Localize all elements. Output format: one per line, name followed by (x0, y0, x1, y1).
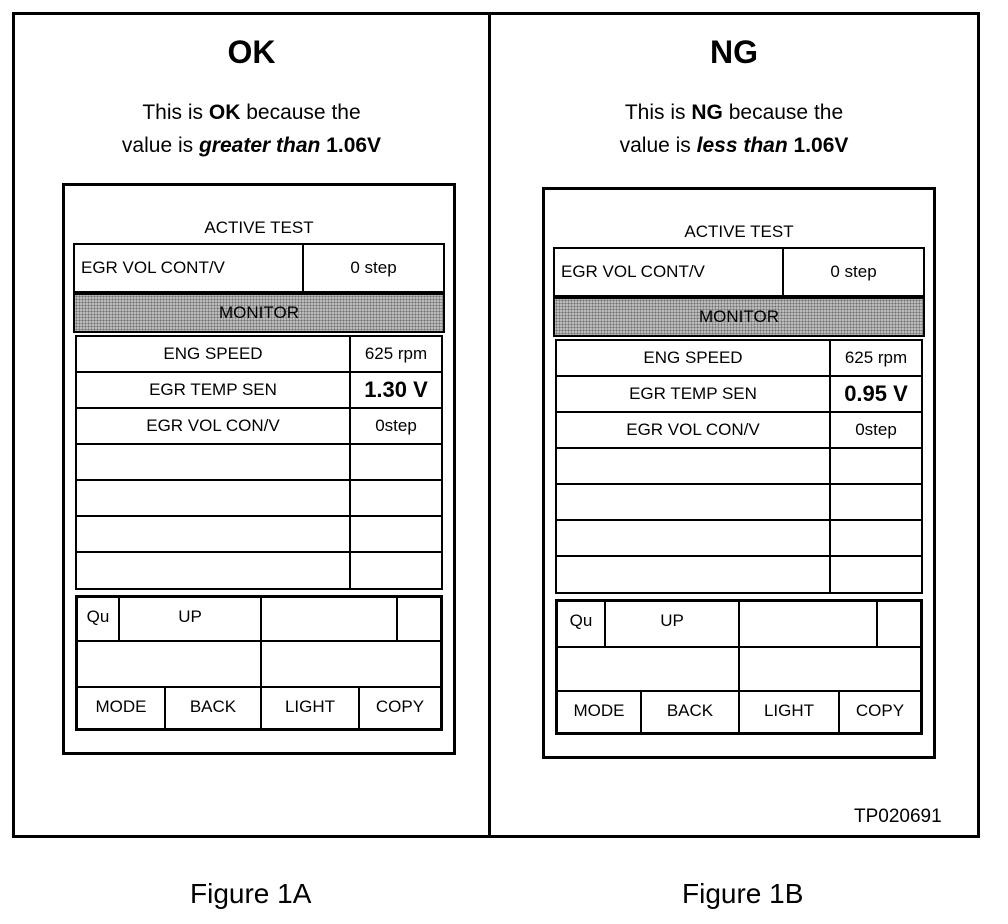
qu-button[interactable]: Qu (557, 601, 605, 647)
panel-ok: OK This is OK because the value is great… (15, 12, 488, 838)
copy-button[interactable]: COPY (839, 691, 921, 733)
table-row (77, 445, 441, 481)
active-test-header: ACTIVE TEST (204, 218, 314, 237)
panel-title: OK (227, 34, 276, 70)
active-test-param: EGR VOL CONT/V (555, 249, 784, 295)
caption-figure-1b: Figure 1B (682, 878, 804, 909)
up-button[interactable]: UP (119, 597, 261, 641)
blank-key[interactable] (261, 641, 441, 687)
egr-temp-value: 0.95 V (844, 381, 908, 406)
blank-key[interactable] (739, 647, 921, 691)
table-row (77, 517, 441, 553)
table-row (557, 485, 921, 521)
panel-explanation: This is OK because the value is greater … (121, 101, 382, 157)
table-row (77, 553, 441, 589)
monitor-bar: MONITOR (73, 293, 445, 333)
active-test-value: 0 step (830, 262, 877, 281)
table-row (557, 557, 921, 593)
back-button[interactable]: BACK (165, 687, 261, 729)
scan-tool-screen: ACTIVE TEST EGR VOL CONT/V 0 step MONITO… (62, 183, 456, 755)
mode-button[interactable]: MODE (77, 687, 165, 729)
scan-tool-screen: ACTIVE TEST EGR VOL CONT/V 0 step MONITO… (542, 187, 936, 759)
blank-key[interactable] (261, 597, 397, 641)
blank-key[interactable] (77, 641, 261, 687)
table-row (77, 481, 441, 517)
figure-code: TP020691 (854, 806, 942, 827)
copy-button[interactable]: COPY (359, 687, 441, 729)
control-panel: Qu UP MODE BACK LIGHT COPY (75, 595, 443, 731)
panel-title: NG (710, 34, 758, 70)
active-test-param: EGR VOL CONT/V (75, 245, 304, 291)
up-button[interactable]: UP (605, 601, 739, 647)
panel-ng: NG This is NG because the value is less … (491, 12, 977, 838)
active-test-row: EGR VOL CONT/V 0 step (73, 243, 445, 293)
table-row (557, 449, 921, 485)
qu-button[interactable]: Qu (77, 597, 119, 641)
active-test-value: 0 step (350, 258, 397, 277)
table-row (557, 521, 921, 557)
light-button[interactable]: LIGHT (261, 687, 359, 729)
egr-temp-value: 1.30 V (364, 377, 428, 402)
panel-divider (488, 12, 491, 838)
panel-explanation: This is NG because the value is less tha… (619, 101, 849, 157)
active-test-header: ACTIVE TEST (684, 222, 794, 241)
figure-frame (12, 12, 980, 838)
caption-figure-1a: Figure 1A (190, 878, 312, 909)
control-panel: Qu UP MODE BACK LIGHT COPY (555, 599, 923, 735)
blank-key[interactable] (557, 647, 739, 691)
light-button[interactable]: LIGHT (739, 691, 839, 733)
blank-key[interactable] (397, 597, 441, 641)
mode-button[interactable]: MODE (557, 691, 641, 733)
blank-key[interactable] (877, 601, 921, 647)
monitor-bar: MONITOR (553, 297, 925, 337)
blank-key[interactable] (739, 601, 877, 647)
back-button[interactable]: BACK (641, 691, 739, 733)
active-test-row: EGR VOL CONT/V 0 step (553, 247, 925, 297)
